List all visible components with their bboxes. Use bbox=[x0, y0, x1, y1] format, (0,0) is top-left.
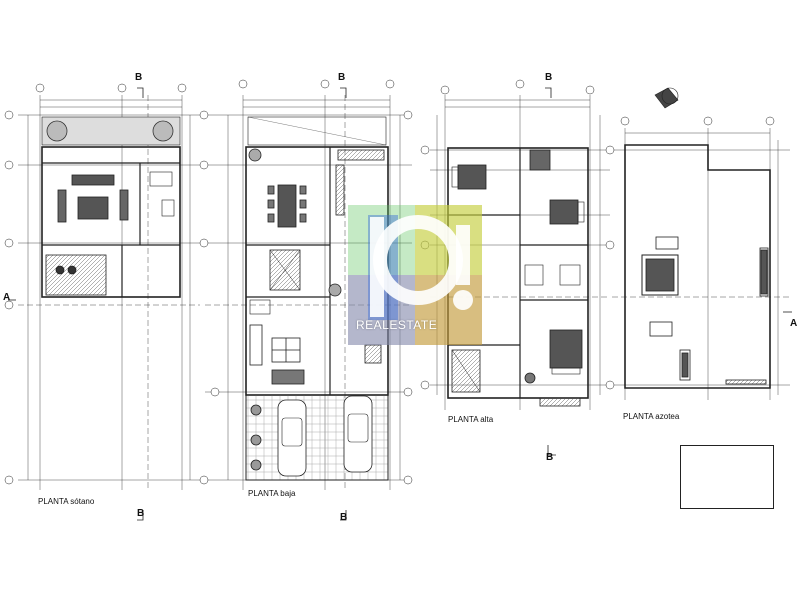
section-label-b-top-alta: B bbox=[545, 72, 553, 83]
title-planta-baja: PLANTA baja bbox=[248, 489, 296, 498]
plan-alta bbox=[430, 95, 610, 410]
title-planta-alta: PLANTA alta bbox=[448, 415, 494, 424]
section-label-b-bottom-alta: B bbox=[546, 452, 554, 463]
title-planta-sotano: PLANTA sótano bbox=[38, 497, 95, 506]
section-label-a-left: A bbox=[3, 292, 11, 303]
grid-bubbles bbox=[4, 79, 775, 485]
plan-azotea bbox=[612, 128, 790, 400]
section-label-b-bottom-baja: B bbox=[340, 512, 348, 523]
north-arrow-icon bbox=[654, 87, 679, 109]
section-label-a-right: A bbox=[790, 318, 798, 329]
watermark-text: REALESTATE bbox=[356, 318, 438, 332]
plan-sotano bbox=[18, 95, 200, 490]
title-planta-azotea: PLANTA azotea bbox=[623, 412, 680, 421]
watermark-logo bbox=[348, 205, 482, 345]
area-table bbox=[680, 445, 774, 509]
section-cut-icon bbox=[8, 87, 792, 521]
section-label-b-top-sotano: B bbox=[135, 72, 143, 83]
plan-baja bbox=[205, 95, 412, 490]
section-label-b-top-baja: B bbox=[338, 72, 346, 83]
section-label-b-bottom-sotano: B bbox=[137, 508, 145, 519]
